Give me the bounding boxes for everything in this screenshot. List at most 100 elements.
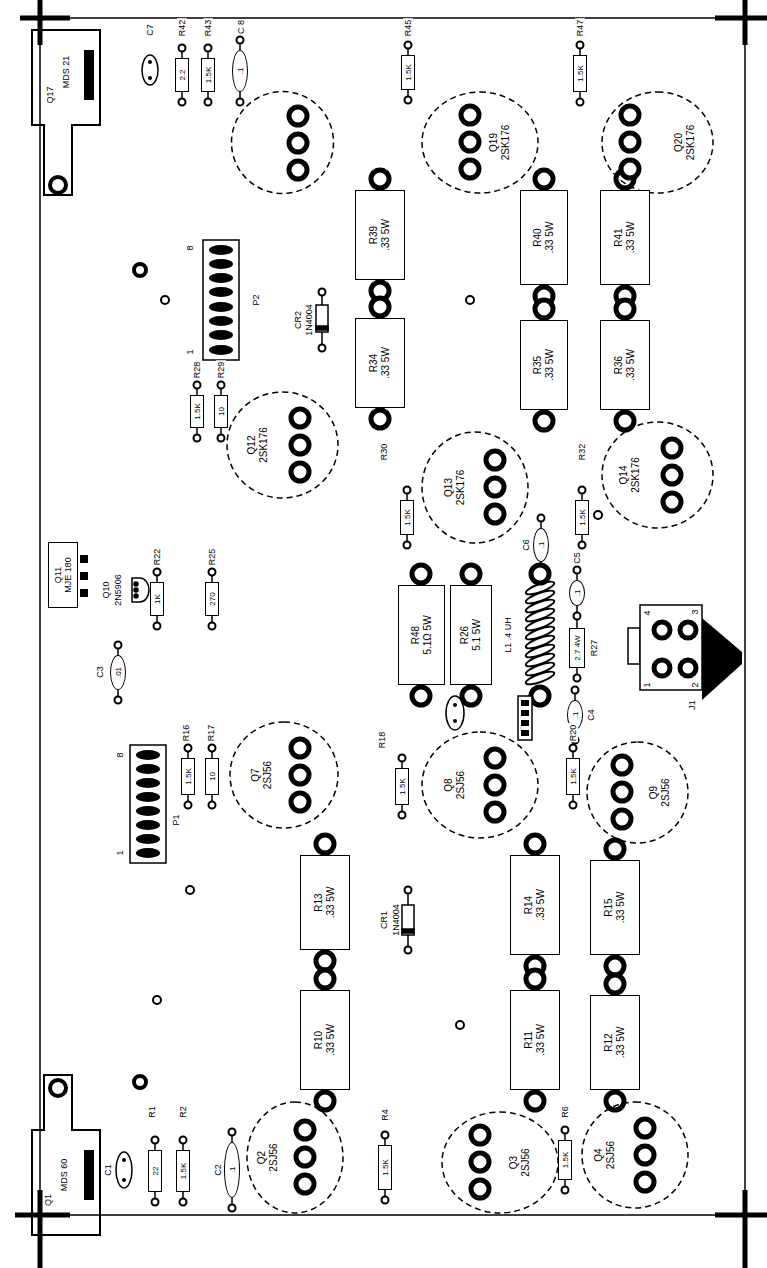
lead-pad (570, 802, 577, 809)
power-transistor-body (84, 50, 94, 100)
designator-label: R1 (147, 1105, 157, 1119)
power-resistor-body: R11.33 5W (510, 990, 560, 1090)
power-connector (628, 605, 742, 700)
power-transistor-body (80, 50, 94, 1200)
power-pad (535, 412, 553, 430)
lead-pad (180, 1137, 187, 1144)
resistor-body: 1.5K (573, 55, 587, 92)
transistor-pad (291, 409, 309, 427)
transistor-pad (291, 463, 309, 481)
header-pin (136, 245, 233, 858)
transistor-label: Q72SJ56 (250, 761, 274, 789)
part-value: .33 5W (615, 1027, 627, 1059)
lead-pad (152, 1137, 159, 1144)
part-value: 2SK176 (258, 427, 270, 463)
transistor-label: Q192SK176 (488, 125, 512, 161)
lead-pad (115, 697, 122, 704)
mounting-hole (50, 177, 146, 1096)
lead-pad (218, 382, 225, 389)
power-resistor-body: R14.33 5W (510, 855, 560, 955)
transistor-outline (225, 390, 340, 500)
mounting-hole (50, 1080, 66, 1096)
part-label: Q9 (648, 778, 660, 806)
designator-label: C7 (145, 23, 155, 37)
transistor-pad (663, 439, 681, 457)
transistor-pad (613, 756, 631, 774)
lead-pad (405, 42, 412, 49)
heatsink-outline (32, 30, 100, 1235)
resistor-body: 10 (214, 395, 228, 428)
resistor-body: 1.5K (395, 768, 409, 805)
part-label: 1.5K (179, 1163, 188, 1179)
transistor-label: Q32SJ56 (508, 1148, 532, 1176)
inductor-coil (525, 597, 556, 615)
mounting-hole (134, 1076, 146, 1088)
transistor-pad (289, 106, 681, 1198)
power-pad (526, 1092, 544, 1110)
capacitor-body: .1 (533, 528, 549, 562)
designator-label: R4 (380, 1108, 390, 1122)
capacitor-lead (453, 703, 457, 707)
transistor-outline (232, 92, 334, 194)
designator-label: R16 (181, 724, 191, 743)
diode-symbol (316, 326, 328, 330)
part-value: 2SJ56 (660, 778, 672, 806)
lead-pad (405, 947, 412, 954)
board-outline (15, 0, 767, 1268)
trimmer-pin (521, 700, 529, 706)
header-pin (136, 750, 160, 760)
power-pad (526, 970, 544, 988)
transistor-outline: Q92SJ56 (585, 740, 690, 845)
header-pin (209, 302, 233, 312)
lead-pad (572, 687, 579, 694)
inductor-coil (525, 606, 556, 624)
part-label: Q7 (250, 761, 262, 789)
lead-pad (399, 812, 406, 819)
transistor-label: Q42SJ56 (593, 1141, 617, 1169)
power-pad (316, 970, 334, 988)
header-connector (130, 745, 166, 863)
part-label: R48 (410, 626, 422, 644)
part-value: 2SK176 (500, 125, 512, 161)
transistor-pad (486, 776, 504, 794)
part-value: 2SJ56 (605, 1141, 617, 1169)
power-pad (371, 298, 389, 316)
power-pad (606, 840, 624, 858)
capacitor-lead (122, 1158, 126, 1162)
designator-label: Q10 (101, 580, 111, 599)
part-label: 1.5K (569, 768, 578, 784)
small-transistor (134, 594, 138, 598)
power-pad (531, 565, 549, 583)
header-connector (130, 240, 239, 863)
lead-pad (579, 542, 586, 549)
capacitor-lead (148, 76, 152, 80)
designator-label: 2N5906 (113, 573, 123, 607)
designator-label: CR1 (379, 910, 389, 930)
lead-pad (574, 567, 581, 574)
diode-symbol (402, 905, 414, 935)
power-pad (526, 835, 544, 853)
capacitor-lead (122, 60, 457, 1182)
resistor-body: 1K (150, 582, 164, 616)
part-value: 2SJ56 (455, 771, 467, 799)
part-label: 270 (208, 592, 217, 605)
part-label: Q4 (593, 1141, 605, 1169)
lead-pad (562, 1127, 569, 1134)
power-connector (628, 628, 640, 664)
pin-number: 8 (185, 244, 195, 251)
trimmer-pin (521, 710, 529, 716)
transistor-pad (486, 749, 504, 767)
power-pad (412, 687, 430, 705)
transistor-outline (600, 420, 715, 530)
lead-pad (229, 1129, 236, 1136)
pin-number: 1 (115, 849, 125, 856)
transistor-pad (289, 161, 307, 179)
power-resistor-body: R265.1 5W (450, 585, 492, 685)
part-label: 1.5K (193, 403, 202, 419)
power-transistor-body (80, 555, 88, 563)
lead-pad (185, 745, 192, 752)
connector-pad (654, 622, 696, 676)
resistor-body: 1.5K (401, 55, 415, 90)
capacitor-symbol (116, 55, 464, 1188)
designator-label: R47 (575, 19, 585, 38)
